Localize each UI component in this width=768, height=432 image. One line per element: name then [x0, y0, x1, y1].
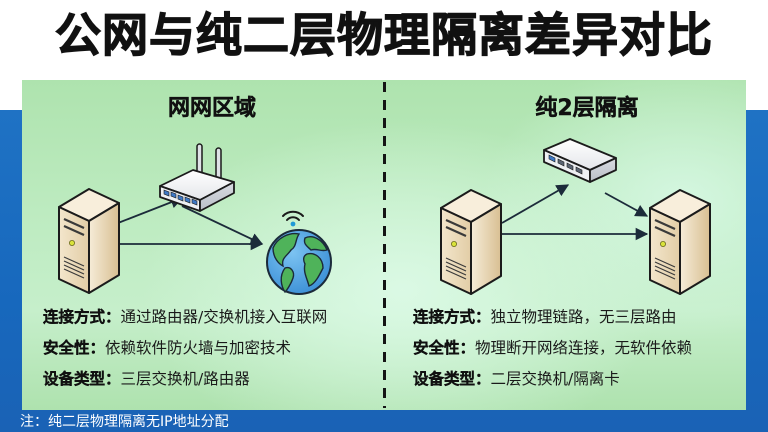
footnote: 注：纯二层物理隔离无IP地址分配 — [20, 414, 229, 430]
info-value: 三层交换机/路由器 — [120, 370, 250, 388]
comparison-panel: 网网区域 — [22, 80, 746, 410]
info-row-device: 设备类型：二层交换机/隔离卡 — [413, 364, 692, 395]
server-icon — [57, 187, 121, 295]
left-arrows — [117, 196, 264, 251]
info-value: 二层交换机/隔离卡 — [490, 370, 620, 388]
globe-icon — [266, 210, 332, 295]
l2-isolation-info: 连接方式：独立物理链路，无三层路由 安全性：物理断开网络连接，无软件依赖 设备类… — [413, 302, 692, 395]
info-row-security: 安全性：物理断开网络连接，无软件依赖 — [413, 333, 692, 364]
info-value: 通过路由器/交换机接入互联网 — [120, 308, 328, 326]
info-value: 独立物理链路，无三层路由 — [490, 308, 677, 326]
switch-icon — [543, 138, 617, 183]
dashed-divider — [383, 82, 386, 408]
public-network-info: 连接方式：通过路由器/交换机接入互联网 安全性：依赖软件防火墙与加密技术 设备类… — [43, 302, 327, 395]
wireless-router-icon — [159, 143, 235, 212]
info-row-security: 安全性：依赖软件防火墙与加密技术 — [43, 333, 327, 364]
page-title: 公网与纯二层物理隔离差异对比 — [54, 7, 713, 62]
info-row-device: 设备类型：三层交换机/路由器 — [43, 364, 327, 395]
info-label: 设备类型： — [413, 370, 491, 388]
info-row-connection: 连接方式：通过路由器/交换机接入互联网 — [43, 302, 327, 333]
info-label: 安全性： — [43, 339, 106, 357]
info-label: 连接方式： — [413, 308, 491, 326]
section-title-l2-isolation: 纯2层隔离 — [535, 96, 639, 121]
info-label: 连接方式： — [43, 308, 121, 326]
section-title-public: 网网区域 — [167, 96, 256, 121]
info-row-connection: 连接方式：独立物理链路，无三层路由 — [413, 302, 692, 333]
info-value: 依赖软件防火墙与加密技术 — [105, 339, 292, 357]
server-icon — [648, 188, 712, 296]
info-value: 物理断开网络连接，无软件依赖 — [475, 339, 693, 357]
info-label: 安全性： — [413, 339, 476, 357]
server-icon — [439, 188, 503, 296]
right-arrows — [501, 184, 649, 241]
info-label: 设备类型： — [43, 370, 121, 388]
diagram-canvas — [57, 138, 712, 296]
wifi-icon — [282, 210, 304, 227]
